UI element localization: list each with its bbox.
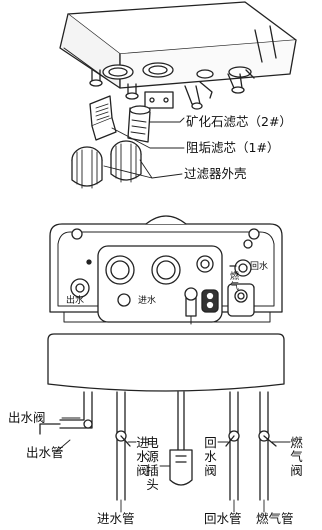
inlet-pipe-label: 进水管 bbox=[97, 511, 135, 526]
heater-bottom-panel bbox=[49, 215, 283, 325]
filter-cartridges bbox=[89, 95, 151, 143]
power-plug-label: 电源插头 bbox=[146, 435, 159, 492]
filter-shell-label: 过滤器外壳 bbox=[184, 166, 247, 181]
gas-pipe-label: 燃气管 bbox=[256, 511, 294, 526]
pipes bbox=[39, 391, 277, 501]
bottom-leaders bbox=[55, 417, 291, 513]
top-leaders bbox=[103, 117, 185, 179]
outlet-pipe-label: 出水管 bbox=[26, 445, 64, 460]
filter-housings bbox=[71, 140, 142, 189]
inlet-valve-label: 进水阀 bbox=[136, 435, 149, 478]
outlet-valve-label: 出水阀 bbox=[8, 410, 46, 425]
return-valve-label: 回水阀 bbox=[204, 435, 217, 478]
scale-filter-label: 阻垢滤芯（1#） bbox=[186, 140, 280, 155]
heater-bottom-base bbox=[47, 333, 285, 392]
heater-body-top bbox=[59, 1, 297, 110]
panel-return-label: 回水 bbox=[250, 262, 269, 272]
gas-valve-label: 燃气阀 bbox=[290, 435, 303, 478]
panel-outlet-label: 出水 bbox=[66, 296, 85, 306]
return-pipe-label: 回水管 bbox=[204, 511, 242, 526]
panel-gas-label: 燃气 bbox=[230, 272, 240, 292]
panel-inlet-label: 进水 bbox=[138, 296, 157, 306]
mineral-filter-label: 矿化石滤芯（2#） bbox=[186, 114, 292, 129]
